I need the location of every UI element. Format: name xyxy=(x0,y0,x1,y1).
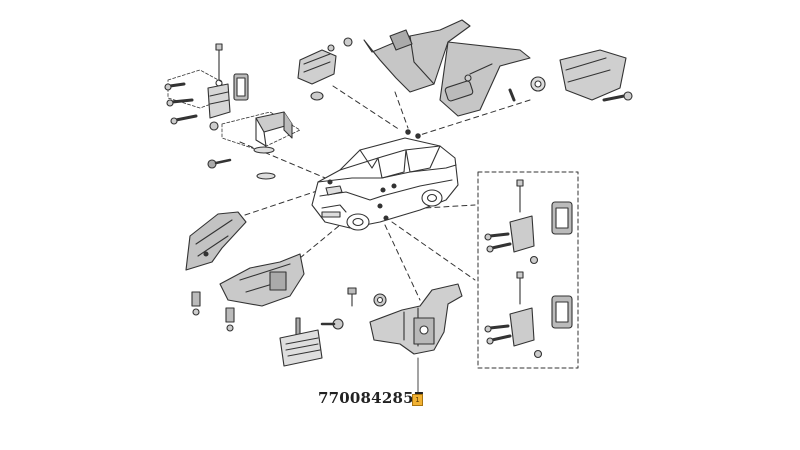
mount-outline-dashed xyxy=(221,111,301,151)
inset-hinge-upper xyxy=(484,179,573,265)
hinge-pin xyxy=(444,74,474,102)
rear-door-hinge-assembly xyxy=(369,283,463,397)
small-bolts-left xyxy=(164,82,219,131)
front-door-hinges xyxy=(185,211,305,332)
leader-hood-left xyxy=(332,85,401,131)
leader-hood-hinge xyxy=(394,91,409,129)
front-hinge-lower xyxy=(219,253,305,307)
inset-detail-box xyxy=(477,171,579,369)
leader-fuel-flap xyxy=(239,141,331,181)
leader-door-check xyxy=(384,224,421,301)
long-bolt-top xyxy=(215,43,223,87)
lower-hinge-block xyxy=(253,111,293,154)
tailgate-hinge xyxy=(508,49,633,102)
fuel-flap-hinge xyxy=(207,73,249,119)
check-bolt-top xyxy=(347,287,387,307)
fuel-flap-assembly xyxy=(164,43,301,180)
callout-marker[interactable]: 1 xyxy=(412,394,423,406)
leader-tailgate xyxy=(419,99,531,136)
car-body xyxy=(311,129,459,231)
hinge-bolts-left xyxy=(191,291,235,332)
leader-rear-door-2 xyxy=(391,221,476,281)
leader-front-door-2 xyxy=(299,224,341,259)
door-check-strap xyxy=(279,287,387,367)
hood-hinge-arms xyxy=(363,19,633,117)
part-number-label: 7700842857 xyxy=(318,389,425,407)
screw-left xyxy=(207,158,276,180)
inset-hinge-lower xyxy=(484,271,573,359)
leader-front-door xyxy=(244,189,321,216)
hood-hinge-bracket xyxy=(297,37,353,101)
